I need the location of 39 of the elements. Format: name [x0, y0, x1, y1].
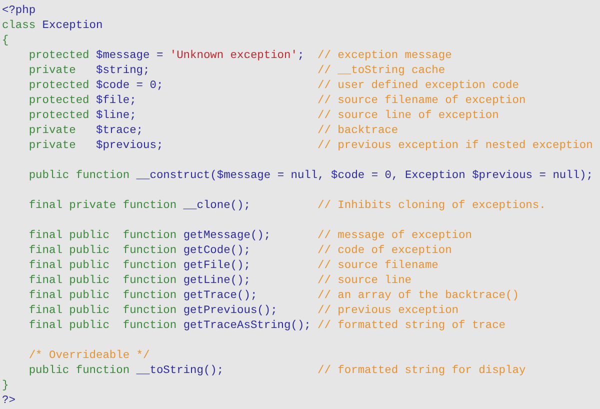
code-comment: // source line — [318, 274, 412, 289]
code-comment: // source filename of exception — [318, 94, 526, 109]
code-comment: // __toString cache — [318, 64, 446, 79]
code-comment: /* Overrideable */ — [28, 349, 150, 364]
code-comment: // source line of exception — [318, 109, 499, 124]
code-line: public function __toString(); — [28, 364, 224, 379]
code-comment: // backtrace — [318, 124, 398, 139]
code-comment: // user defined exception code — [318, 79, 519, 94]
code-line: protected $line; — [28, 109, 136, 124]
code-comment: // previous exception if nested exception — [318, 139, 593, 154]
code-line: private $string; — [28, 64, 150, 79]
code-line: private $trace; — [28, 124, 144, 139]
code-comment: // formatted string of trace — [318, 319, 506, 334]
code-comment: // exception message — [318, 49, 452, 64]
code-line: <?php — [2, 4, 36, 19]
code-line: { — [2, 34, 9, 49]
code-comment: // previous exception — [318, 304, 459, 319]
code-line: final public function getTrace(); — [28, 289, 258, 304]
code-comment: // an array of the backtrace() — [318, 289, 519, 304]
code-line: final public function getTraceAsString(); — [28, 319, 311, 334]
code-line: final public function getMessage(); — [28, 229, 271, 244]
code-comment: // code of exception — [318, 244, 452, 259]
code-line: class Exception — [2, 19, 103, 34]
code-line: final public function getFile(); — [28, 259, 250, 274]
code-line: protected $code = 0; — [28, 79, 164, 94]
code-line: protected $message = 'Unknown exception'; — [28, 49, 304, 64]
code-comment: // Inhibits cloning of exceptions. — [318, 199, 546, 214]
code-line: protected $file; — [28, 94, 136, 109]
code-line: public function __construct($message = null, $code = 0, Exception $previous = null); — [28, 169, 593, 184]
code-line: ?> — [2, 394, 16, 409]
code-comment: // source filename — [318, 259, 438, 274]
code-comment: // message of exception — [318, 229, 472, 244]
code-line: final public function getCode(); — [28, 244, 250, 259]
code-line: } — [2, 379, 9, 394]
code-comment: // formatted string for display — [318, 364, 526, 379]
code-line: final public function getPrevious(); — [28, 304, 278, 319]
code-line: final private function __clone(); — [28, 199, 250, 214]
code-line: private $previous; — [28, 139, 164, 154]
code-line: final public function getLine(); — [28, 274, 250, 289]
